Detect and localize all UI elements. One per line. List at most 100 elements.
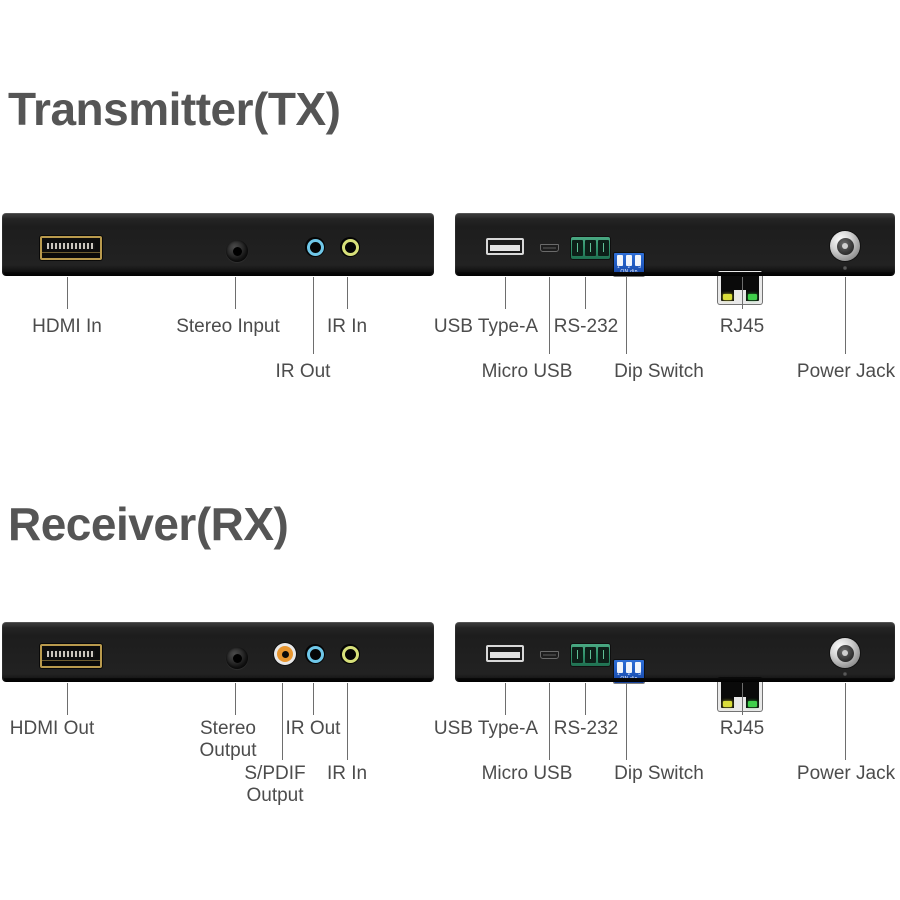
dip-number-3: 3 (638, 264, 641, 270)
dip-slider-3[interactable] (635, 662, 641, 673)
rs232-screw-1 (572, 240, 583, 256)
label-micro-usb: Micro USB (481, 361, 573, 382)
leader-rs-232 (585, 277, 586, 309)
leader-power-jack (845, 683, 846, 760)
dip-slider-3[interactable] (635, 255, 641, 266)
label-dip-switch: Dip Switch (614, 763, 704, 784)
transmitter-front-panel (2, 213, 434, 276)
label-stereo-input: Stereo Input (176, 316, 280, 337)
leader-hdmi-out (67, 683, 68, 715)
leader-rj45 (742, 277, 743, 309)
label-rj45: RJ45 (719, 316, 765, 337)
label-ir-out: IR Out (275, 361, 331, 382)
hdmi-pins (47, 243, 95, 249)
ir-in-ring (341, 238, 359, 256)
ir-in-jack[interactable] (340, 237, 360, 257)
label-ir-in: IR In (326, 763, 368, 784)
usb-tongue (490, 245, 520, 251)
hdmi-out-port[interactable] (40, 644, 102, 668)
dip-on-label: ON dip (620, 676, 638, 682)
leader-ir-out (313, 277, 314, 354)
ir-in-jack[interactable] (340, 644, 360, 664)
rs-232-terminal-block[interactable] (571, 644, 610, 666)
stereo-input-hole (232, 246, 242, 256)
label-spdif-line1: S/PDIF (244, 763, 306, 784)
leader-hdmi-in (67, 277, 68, 309)
label-ir-out: IR Out (285, 718, 341, 739)
hdmi-in-port[interactable] (40, 236, 102, 260)
leader-stereo-input (235, 277, 236, 309)
rj45-port[interactable] (718, 271, 762, 304)
stereo-output-hole (232, 653, 242, 663)
leader-ir-in (347, 277, 348, 309)
power-jack-barrel (836, 644, 854, 662)
rs232-screw-2 (585, 647, 596, 663)
rj45-notch (734, 290, 746, 301)
rj45-notch (734, 697, 746, 708)
label-rs-232: RS-232 (553, 718, 619, 739)
leader-micro-usb (549, 683, 550, 760)
label-dip-switch: Dip Switch (614, 361, 704, 382)
dip-number-2: 2 (627, 264, 631, 270)
dip-numbers: 1 2 3 (617, 265, 641, 270)
leader-dip-switch (626, 683, 627, 760)
leader-ir-out (313, 683, 314, 715)
dip-switch[interactable]: 1 2 3 ON dip (614, 660, 644, 683)
leader-rj45 (742, 683, 743, 715)
ir-out-ring (306, 238, 324, 256)
dip-slider-1[interactable] (617, 255, 623, 266)
usb-type-a-port[interactable] (486, 645, 524, 662)
ir-out-ring (306, 645, 324, 663)
label-usb-type-a: USB Type-A (433, 718, 539, 739)
hdmi-pins (47, 651, 95, 657)
ir-out-jack[interactable] (305, 237, 325, 257)
dip-on-label: ON dip (620, 269, 638, 275)
label-micro-usb: Micro USB (481, 763, 573, 784)
label-rs-232: RS-232 (553, 316, 619, 337)
rs232-screw-3 (598, 240, 609, 256)
power-jack-connector[interactable] (830, 638, 860, 668)
hdmi-lip (42, 252, 100, 258)
ir-out-jack[interactable] (305, 644, 325, 664)
dip-number-2: 2 (627, 671, 631, 677)
power-jack-connector[interactable] (830, 231, 860, 261)
rj45-port[interactable] (718, 678, 762, 711)
rs232-screw-2 (585, 240, 596, 256)
label-power-jack: Power Jack (796, 763, 896, 784)
label-spdif-line2: Output (246, 785, 304, 806)
rj45-led-green (748, 701, 757, 707)
label-hdmi-out: HDMI Out (9, 718, 95, 739)
stereo-output-jack[interactable] (226, 647, 248, 669)
rj45-led-yellow (723, 701, 732, 707)
leader-power-jack (845, 277, 846, 354)
dip-slider-2[interactable] (626, 255, 632, 266)
leader-stereo-output (235, 683, 236, 715)
dip-sliders[interactable] (617, 255, 641, 266)
rs232-screw-1 (572, 647, 583, 663)
dip-switch[interactable]: 1 2 3 ON dip (614, 253, 644, 276)
leader-usb-type-a (505, 277, 506, 309)
rs-232-terminal-block[interactable] (571, 237, 610, 259)
leader-ir-in (347, 683, 348, 760)
dip-sliders[interactable] (617, 662, 641, 673)
rj45-led-yellow (723, 294, 732, 300)
usb-type-a-port[interactable] (486, 238, 524, 255)
dip-number-3: 3 (638, 671, 641, 677)
receiver-front-panel (2, 622, 434, 682)
power-jack-screw (843, 672, 847, 676)
stereo-input-jack[interactable] (226, 240, 248, 262)
transmitter-section-title: Transmitter(TX) (8, 83, 341, 135)
micro-usb-port[interactable] (540, 244, 559, 252)
spdif-output-jack[interactable] (274, 643, 296, 665)
leader-spdif-output (282, 683, 283, 760)
leader-micro-usb (549, 277, 550, 354)
dip-number-1: 1 (617, 671, 620, 677)
spdif-ring (277, 646, 293, 662)
dip-slider-2[interactable] (626, 662, 632, 673)
micro-usb-port[interactable] (540, 651, 559, 659)
dip-slider-1[interactable] (617, 662, 623, 673)
label-usb-type-a: USB Type-A (433, 316, 539, 337)
leader-rs-232 (585, 683, 586, 715)
receiver-section-title: Receiver(RX) (8, 498, 289, 550)
